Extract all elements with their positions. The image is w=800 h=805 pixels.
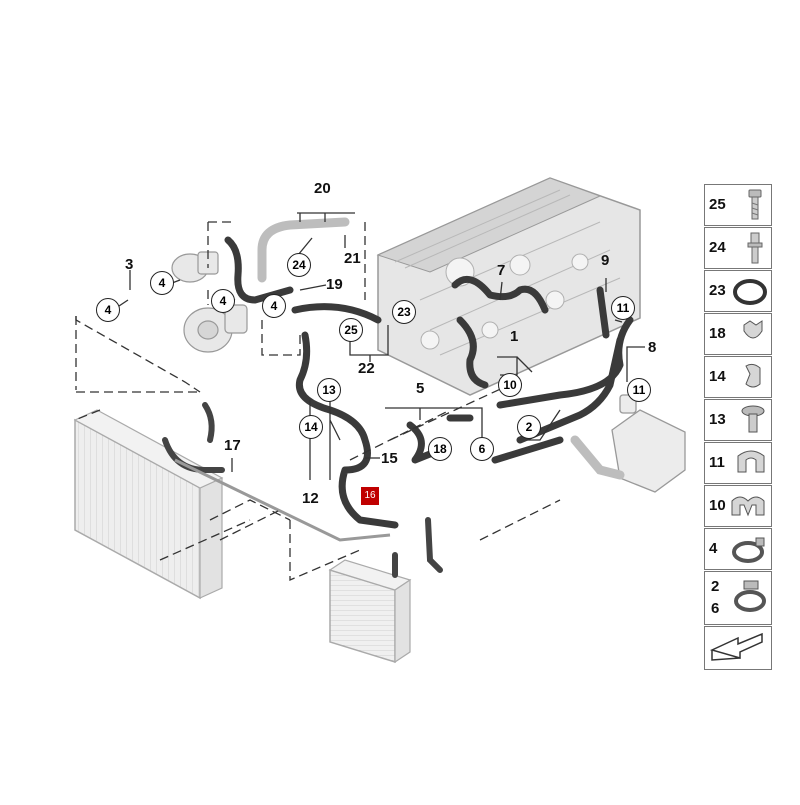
direction-arrow-icon xyxy=(709,632,763,661)
water-pump xyxy=(183,304,248,353)
legend-label: 25 xyxy=(709,196,726,213)
legend-item-25: 25 xyxy=(704,184,772,226)
callout-14: 14 xyxy=(299,415,323,439)
coolant-hoses xyxy=(224,236,634,529)
callout-11-b: 11 xyxy=(627,378,651,402)
legend-item-2-6: 2 6 xyxy=(704,571,772,625)
legend-label: 24 xyxy=(709,239,726,256)
legend-direction-cell xyxy=(704,626,772,670)
thermostat xyxy=(171,251,219,283)
parts-legend: 25 24 23 18 14 13 xyxy=(704,184,772,671)
engine-block xyxy=(376,177,641,396)
main-radiator xyxy=(73,409,224,600)
callout-25: 25 xyxy=(339,318,363,342)
callout-22: 22 xyxy=(358,360,375,377)
callout-4-d: 4 xyxy=(262,294,286,318)
callout-11-a: 11 xyxy=(611,296,635,320)
callout-4-c: 4 xyxy=(211,289,235,313)
hose-clip-icon xyxy=(745,363,761,388)
callout-13: 13 xyxy=(317,378,341,402)
stud-bolt-icon xyxy=(747,232,763,264)
guide-lines xyxy=(74,221,561,581)
callout-6: 6 xyxy=(470,437,494,461)
bolt-icon xyxy=(748,189,762,220)
callout-20: 20 xyxy=(314,180,331,197)
legend-label: 11 xyxy=(709,454,725,471)
callout-15: 15 xyxy=(381,450,398,467)
legend-label: 23 xyxy=(709,282,726,299)
legend-label: 18 xyxy=(709,325,726,342)
callout-24: 24 xyxy=(287,253,311,277)
water-pipe xyxy=(257,217,625,480)
legend-label: 14 xyxy=(709,368,726,385)
callout-8: 8 xyxy=(648,339,657,356)
spring-band-clamp-icon xyxy=(734,580,766,612)
legend-item-14: 14 xyxy=(704,356,772,398)
callout-9: 9 xyxy=(601,252,610,269)
callout-1: 1 xyxy=(510,328,519,345)
callout-10: 10 xyxy=(498,373,522,397)
legend-item-10: 10 xyxy=(704,485,772,527)
callout-3: 3 xyxy=(125,256,134,273)
auxiliary-radiator xyxy=(328,559,412,664)
callout-18: 18 xyxy=(428,437,452,461)
long-pipe xyxy=(174,458,391,542)
legend-item-24: 24 xyxy=(704,227,772,269)
expanding-rivet-icon xyxy=(741,405,765,433)
callout-5: 5 xyxy=(416,380,425,397)
legend-item-4: 4 xyxy=(704,528,772,570)
callout-7: 7 xyxy=(497,262,506,279)
callout-4-b: 4 xyxy=(96,298,120,322)
double-hose-holder-icon xyxy=(731,496,765,517)
callout-4-a: 4 xyxy=(150,271,174,295)
legend-label-bottom: 6 xyxy=(711,600,720,617)
legend-label: 4 xyxy=(709,540,718,557)
callout-23: 23 xyxy=(392,300,416,324)
legend-item-13: 13 xyxy=(704,399,772,441)
spring-clip-icon xyxy=(743,320,763,339)
legend-label: 13 xyxy=(709,411,726,428)
callout-21: 21 xyxy=(344,250,361,267)
callout-16-highlighted: 16 xyxy=(361,487,379,505)
callout-17: 17 xyxy=(224,437,241,454)
callout-2: 2 xyxy=(517,415,541,439)
legend-label: 10 xyxy=(709,497,726,514)
hose-holder-icon xyxy=(737,450,765,473)
legend-item-23: 23 xyxy=(704,270,772,312)
legend-item-18: 18 xyxy=(704,313,772,355)
legend-item-11: 11 xyxy=(704,442,772,484)
hose-clamp-icon xyxy=(732,537,765,563)
o-ring-icon xyxy=(733,279,767,305)
expansion-tank xyxy=(611,394,686,493)
callout-19: 19 xyxy=(326,276,343,293)
legend-label-top: 2 xyxy=(711,578,720,595)
callout-12: 12 xyxy=(302,490,319,507)
